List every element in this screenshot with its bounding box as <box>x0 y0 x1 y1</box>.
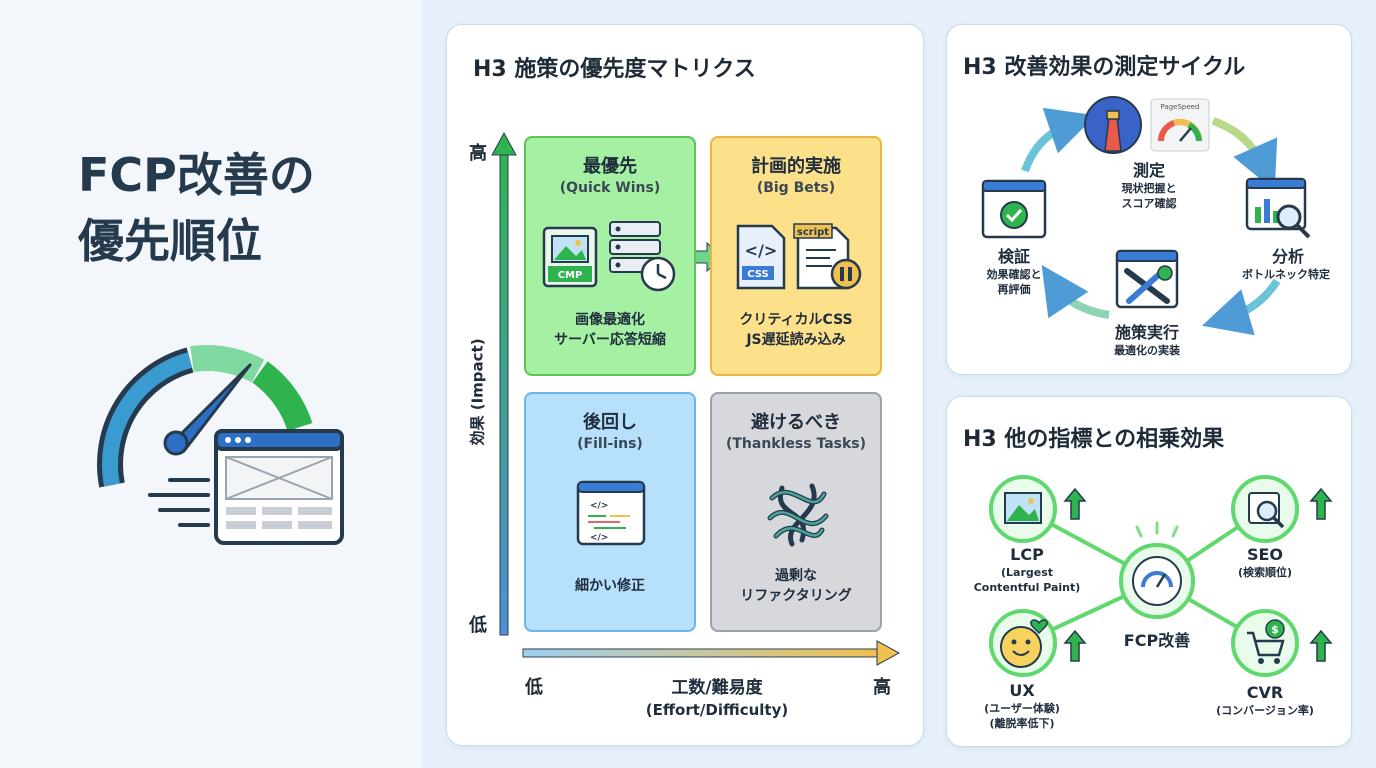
quadrant-quick-wins: 最優先 (Quick Wins) CMP 画像最適化 サーバー応答短縮 <box>524 136 696 376</box>
matrix-title: H3 施策の優先度マトリクス <box>473 57 756 82</box>
ux-line-2: (離脱率低下) <box>989 717 1055 730</box>
cmp-text: CMP <box>558 270 583 281</box>
css-text: CSS <box>747 269 768 280</box>
x-axis-title: 工数/難易度 <box>671 678 763 698</box>
measure-title: 測定 <box>1132 161 1165 180</box>
measure-line-2: スコア確認 <box>1121 197 1177 210</box>
lcp-node-icon <box>989 475 1057 543</box>
verify-line-1: 効果確認と <box>986 268 1042 281</box>
implement-title: 施策実行 <box>1114 323 1179 342</box>
tangled-mess-icon <box>767 483 829 547</box>
css-script-icon: </> CSS script <box>736 223 862 290</box>
synergy-card: H3 他の指標との相乗効果 <box>946 396 1352 747</box>
page-title-line-1: FCP改善の <box>78 148 315 202</box>
cvr-up-arrow-icon <box>1309 629 1333 662</box>
lcp-title: LCP <box>1010 545 1044 564</box>
code-window-icon: </> </> <box>576 480 646 546</box>
cycle-arrow-measure-to-analyze <box>1211 117 1278 191</box>
analyze-title: 分析 <box>1271 247 1304 266</box>
y-axis-arrow-head <box>491 131 517 156</box>
quadrant-fill-ins: 後回し (Fill-ins) </> </> 細かい修正 <box>524 392 696 632</box>
cycle-arrow-implement-to-verify <box>1041 265 1110 319</box>
big-bets-item-2: JS遅延読み込み <box>746 332 846 348</box>
matrix-axes <box>491 131 901 666</box>
quick-wins-subtitle: (Quick Wins) <box>559 180 661 196</box>
x-axis-arrow-shaft <box>522 648 880 658</box>
fill-ins-subtitle: (Fill-ins) <box>577 436 643 452</box>
ux-title: UX <box>1009 681 1035 700</box>
x-axis-high-label: 高 <box>873 677 891 698</box>
analyze-line-1: ボトルネック特定 <box>1242 268 1330 281</box>
thankless-item-1: 過剰な <box>775 568 817 584</box>
cycle-title: H3 改善効果の測定サイクル <box>963 55 1246 80</box>
ux-node-icon <box>989 609 1057 677</box>
cvr-line-1: (コンバージョン率) <box>1216 704 1314 717</box>
pagespeed-label: PageSpeed <box>1161 103 1200 111</box>
big-bets-subtitle: (Big Bets) <box>756 180 836 196</box>
verify-title: 検証 <box>997 247 1030 266</box>
seo-line-1: (検索順位) <box>1237 566 1293 579</box>
svg-text:</>: </> <box>590 501 608 511</box>
lcp-line-1: (Largest <box>1000 566 1054 579</box>
quick-wins-item-2: サーバー応答短縮 <box>554 332 666 348</box>
implement-line-1: 最適化の実装 <box>1114 344 1180 357</box>
y-axis-high-label: 高 <box>469 143 487 164</box>
svg-text:</>: </> <box>745 241 778 260</box>
left-panel: FCP改善の 優先順位 <box>0 0 422 768</box>
page-title: FCP改善の 優先順位 <box>78 142 315 274</box>
measurement-cycle-card: H3 改善効果の測定サイクル PageSpeed <box>946 24 1352 375</box>
svg-text:$: $ <box>1271 623 1279 636</box>
ux-up-arrow-icon <box>1063 629 1087 662</box>
quick-wins-item-1: 画像最適化 <box>575 312 645 328</box>
cvr-node-icon: $ <box>1231 609 1299 677</box>
quadrant-thankless-tasks: 避けるべき (Thankless Tasks) 過剰な リファクタリング <box>710 392 882 632</box>
cvr-title: CVR <box>1246 683 1284 702</box>
speedometer-browser-icon <box>97 345 344 545</box>
verify-line-2: 再評価 <box>997 283 1031 296</box>
x-axis-subtitle: (Effort/Difficulty) <box>645 701 789 719</box>
ux-line-1: (ユーザー体験) <box>984 702 1060 715</box>
measure-line-1: 現状把握と <box>1121 182 1177 195</box>
lcp-line-2: Contentful Paint) <box>973 581 1081 594</box>
y-axis-title: 効果 (Impact) <box>468 338 487 446</box>
x-axis-low-label: 低 <box>525 677 543 698</box>
x-axis-arrow-head <box>876 640 901 666</box>
big-bets-title: 計画的実施 <box>751 156 841 177</box>
lcp-up-arrow-icon <box>1063 487 1087 520</box>
cycle-diagram: PageSpeed <box>981 96 1311 336</box>
seo-title: SEO <box>1246 545 1284 564</box>
seo-up-arrow-icon <box>1309 487 1333 520</box>
seo-node-icon <box>1231 475 1299 543</box>
svg-text:</>: </> <box>590 533 608 543</box>
big-bets-item-1: クリティカルCSS <box>739 312 853 328</box>
cycle-arrow-analyze-to-implement <box>1201 278 1281 336</box>
synergy-title: H3 他の指標との相乗効果 <box>963 427 1225 452</box>
quadrant-big-bets: 計画的実施 (Big Bets) </> CSS script クリティカルCS… <box>710 136 882 376</box>
image-server-icon: CMP <box>542 221 676 292</box>
quick-wins-title: 最優先 <box>583 156 637 177</box>
priority-matrix-card: H3 施策の優先度マトリクス 高 低 効果 (Impact) 低 高 工数/難易… <box>446 24 924 746</box>
fill-ins-title: 後回し <box>583 412 637 433</box>
fcp-center-label: FCP改善 <box>1123 631 1191 650</box>
increase-arrows <box>1063 487 1333 662</box>
page-title-line-2: 優先順位 <box>78 214 262 268</box>
thankless-item-2: リファクタリング <box>740 588 852 604</box>
y-axis-arrow-shaft <box>499 150 509 636</box>
y-axis-low-label: 低 <box>469 615 487 636</box>
synergy-diagram: $ <box>989 475 1333 677</box>
cycle-arrow-verify-to-measure <box>1021 107 1096 173</box>
thankless-subtitle: (Thankless Tasks) <box>725 436 867 452</box>
script-text: script <box>797 227 829 238</box>
thankless-title: 避けるべき <box>751 412 841 433</box>
fill-ins-item-1: 細かい修正 <box>575 578 645 594</box>
